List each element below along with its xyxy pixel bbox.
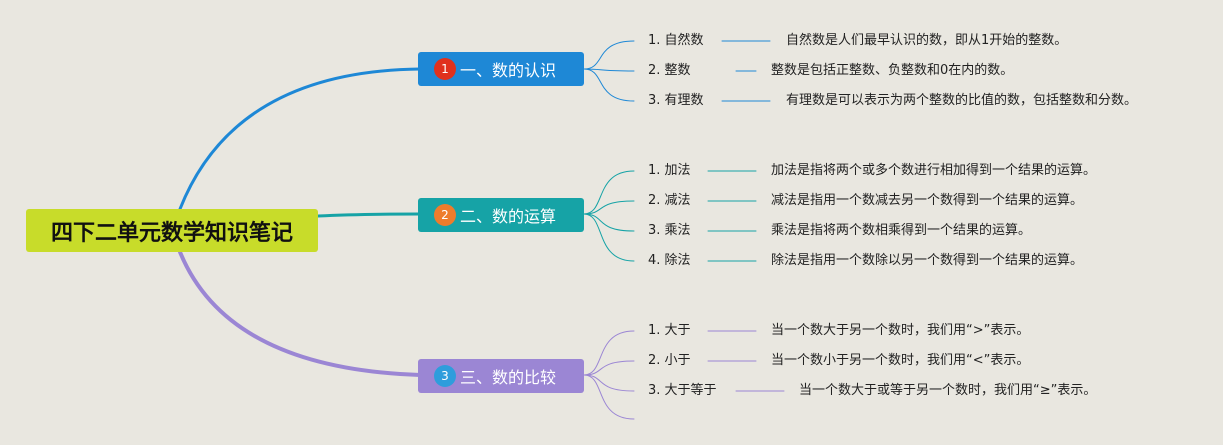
root-title: 四下二单元数学知识笔记	[50, 220, 293, 246]
number-badge-icon: 2	[434, 204, 456, 226]
leaf-label-multiplication[interactable]: 3. 乘法	[648, 223, 691, 238]
leaf-desc-greater-than: 当一个数大于另一个数时，我们用“>”表示。	[771, 323, 1030, 338]
leaf-label-rational-number[interactable]: 3. 有理数	[648, 93, 704, 108]
leaf-desc-multiplication: 乘法是指将两个数相乘得到一个结果的运算。	[771, 223, 1032, 238]
branch-connector-3-2	[583, 360, 635, 376]
branch-connector-2-1	[583, 170, 635, 215]
number-badge-icon: 3	[434, 365, 456, 387]
branch-connector-2-2	[583, 200, 635, 215]
leaf-label-subtraction[interactable]: 2. 减法	[648, 193, 691, 208]
leaf-label-integer[interactable]: 2. 整数	[648, 63, 691, 78]
leaf-desc-greater-or-equal: 当一个数大于或等于另一个数时，我们用“≥”表示。	[799, 383, 1097, 398]
number-badge-icon: 1	[434, 58, 456, 80]
leaf-label-greater-or-equal[interactable]: 3. 大于等于	[648, 383, 717, 398]
leaf-label-greater-than[interactable]: 1. 大于	[648, 323, 691, 338]
branch-connector-3-3	[583, 374, 635, 392]
leaf-desc-natural-number: 自然数是人们最早认识的数，即从1开始的整数。	[786, 33, 1068, 48]
leaf-desc-rational-number: 有理数是可以表示为两个整数的比值的数，包括整数和分数。	[786, 93, 1138, 108]
leaf-label-natural-number[interactable]: 1. 自然数	[648, 33, 704, 48]
leaf-label-division[interactable]: 4. 除法	[648, 253, 691, 268]
branch-title: 二、数的运算	[460, 207, 557, 226]
leaf-desc-subtraction: 减法是指用一个数减去另一个数得到一个结果的运算。	[771, 193, 1084, 208]
branch-topic-number-comparison[interactable]: 3 三、数的比较	[418, 359, 584, 393]
branch-topic-number-recognition[interactable]: 1 一、数的认识	[418, 52, 584, 86]
branch-connector-1-3	[583, 68, 635, 102]
branch-topic-number-operations[interactable]: 2 二、数的运算	[418, 198, 584, 232]
trunk-line-2	[316, 212, 422, 218]
leaf-desc-integer: 整数是包括正整数、负整数和0在内的数。	[771, 63, 1014, 78]
branch-title: 一、数的认识	[460, 61, 557, 80]
leaf-desc-less-than: 当一个数小于另一个数时，我们用“<”表示。	[771, 353, 1030, 368]
leaf-label-less-than[interactable]: 2. 小于	[648, 353, 691, 368]
leaf-desc-division: 除法是指用一个数除以另一个数得到一个结果的运算。	[771, 253, 1084, 268]
branch-connector-3-4	[583, 374, 635, 420]
leaf-desc-addition: 加法是指将两个或多个数进行相加得到一个结果的运算。	[771, 163, 1097, 178]
branch-connector-2-3	[583, 213, 635, 232]
branch-connector-1-2	[583, 68, 635, 72]
leaf-label-addition[interactable]: 1. 加法	[648, 163, 691, 178]
branch-connector-1-1	[583, 40, 635, 70]
branch-connector-3-1	[583, 330, 635, 376]
trunk-line-3	[178, 250, 422, 377]
branch-title: 三、数的比较	[460, 368, 557, 387]
branch-connector-2-4	[583, 213, 635, 262]
trunk-line-1	[178, 67, 422, 211]
root-topic[interactable]: 四下二单元数学知识笔记	[26, 209, 318, 252]
